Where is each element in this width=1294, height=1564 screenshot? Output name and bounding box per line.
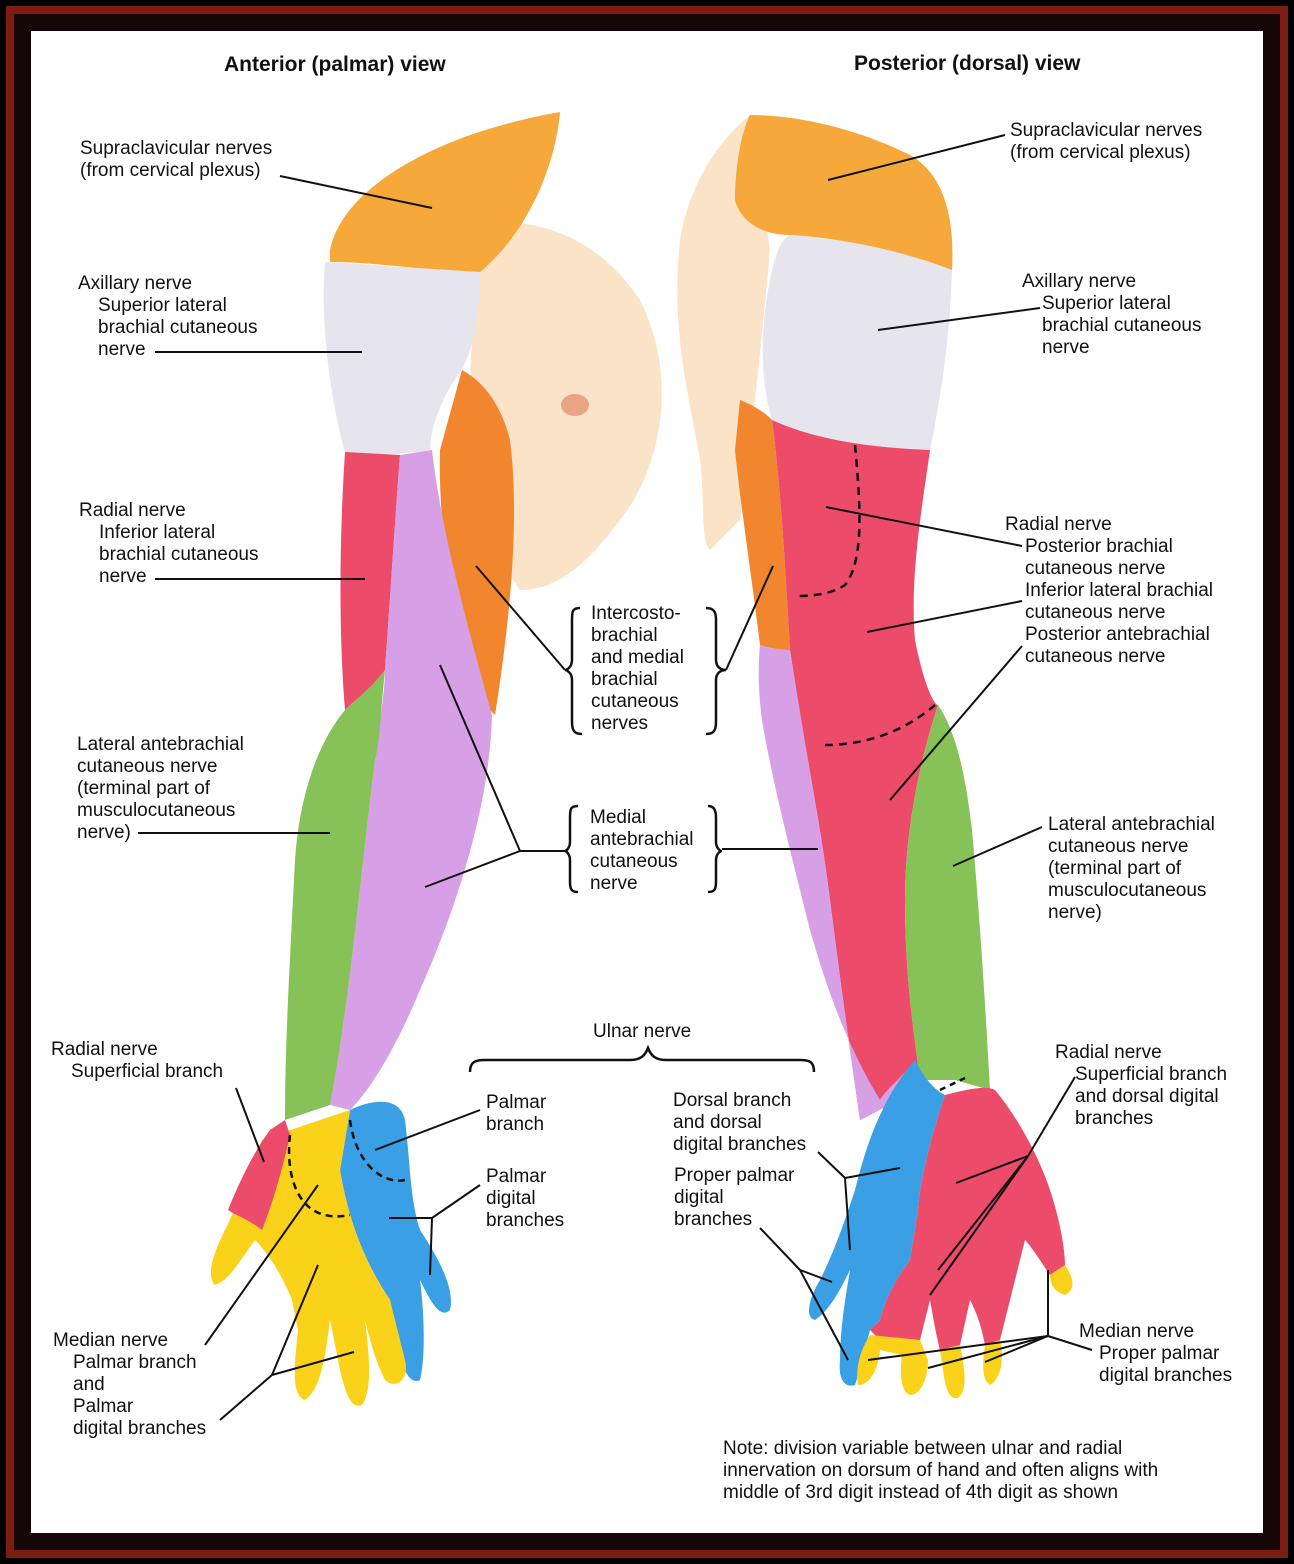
posterior-ulnar-hand-region [808,1060,945,1386]
posterior-lateral-antebrachial-region [905,705,990,1090]
anterior-arm [210,112,662,1406]
label-ant-radial-superficial: Radial nerve Superficial branch [51,1039,224,1082]
posterior-radial-hand-region [870,1087,1065,1350]
note-text: Note: division variable between ulnar an… [723,1438,1159,1503]
label-ant-radial: Radial nerve Inferior lateral brachial c… [79,500,259,587]
posterior-hand-boundary [939,1076,966,1092]
anterior-lateral-antebrachial-region [285,670,385,1120]
posterior-medial-antebrachial-region [758,645,920,1120]
anterior-medial-antebrachial-region [330,450,492,1110]
medial-antebrachial-left-brace [564,804,579,894]
anterior-ulnar-hand-region [340,1101,451,1381]
label-intercostobrachial: Intercosto- brachial and medial brachial… [591,603,684,734]
posterior-arm [677,115,1073,1399]
anterior-supraclavicular-region [330,112,560,272]
label-post-lateral-antebrachial: Lateral antebrachial cutaneous nerve (te… [1048,814,1215,923]
intercostobrachial-right-brace [705,606,727,736]
label-ant-lateral-antebrachial: Lateral antebrachial cutaneous nerve (te… [77,734,244,843]
label-ant-median: Median nerve Palmar branch and Palmar di… [53,1330,207,1439]
medial-antebrachial-right-brace [707,804,723,894]
ulnar-nerve-brace [468,1044,816,1073]
posterior-radial-region [772,420,938,1120]
anterior-radial-hand-region [228,1120,290,1230]
label-palmar-digital: Palmar digital branches [486,1166,565,1231]
label-dorsal-branch: Dorsal branch and dorsal digital branche… [673,1090,807,1155]
posterior-axillary-region [762,235,952,450]
label-post-radial: Radial nerve Posterior brachial cutaneou… [1005,514,1213,667]
label-post-radial-superficial: Radial nerve Superficial branch and dors… [1055,1042,1228,1129]
label-ant-supraclavicular: Supraclavicular nerves (from cervical pl… [80,138,273,181]
posterior-intercostobrachial-region [735,400,790,650]
anterior-radial-upper-region [340,452,400,710]
anterior-nipple [561,394,589,416]
label-post-axillary: Axillary nerve Superior lateral brachial… [1022,271,1202,358]
posterior-radial-brachial-boundary [794,444,861,598]
anterior-palmar-branch-boundary [287,1134,351,1218]
label-ulnar-nerve: Ulnar nerve [593,1021,692,1042]
posterior-supraclavicular-region [735,115,953,270]
anterior-ulnar-palmar-boundary [348,1119,406,1182]
anterior-view-title: Anterior (palmar) view [224,53,446,76]
leader-lines [138,134,1093,1421]
anterior-axillary-region [323,262,480,455]
braces [468,606,816,1073]
label-proper-palmar: Proper palmar digital branches [674,1165,795,1230]
posterior-view-title: Posterior (dorsal) view [854,52,1081,75]
label-post-median: Median nerve Proper palmar digital branc… [1079,1321,1233,1386]
posterior-median-digit-region [857,1265,1073,1399]
label-post-supraclavicular: Supraclavicular nerves (from cervical pl… [1010,120,1203,163]
intercostobrachial-left-brace [564,606,583,736]
label-ant-axillary: Axillary nerve Superior lateral brachial… [78,273,258,360]
posterior-antebrachial-boundary [824,704,936,747]
label-medial-antebrachial: Medial antebrachial cutaneous nerve [590,807,694,894]
label-palmar-branch: Palmar branch [486,1092,547,1135]
